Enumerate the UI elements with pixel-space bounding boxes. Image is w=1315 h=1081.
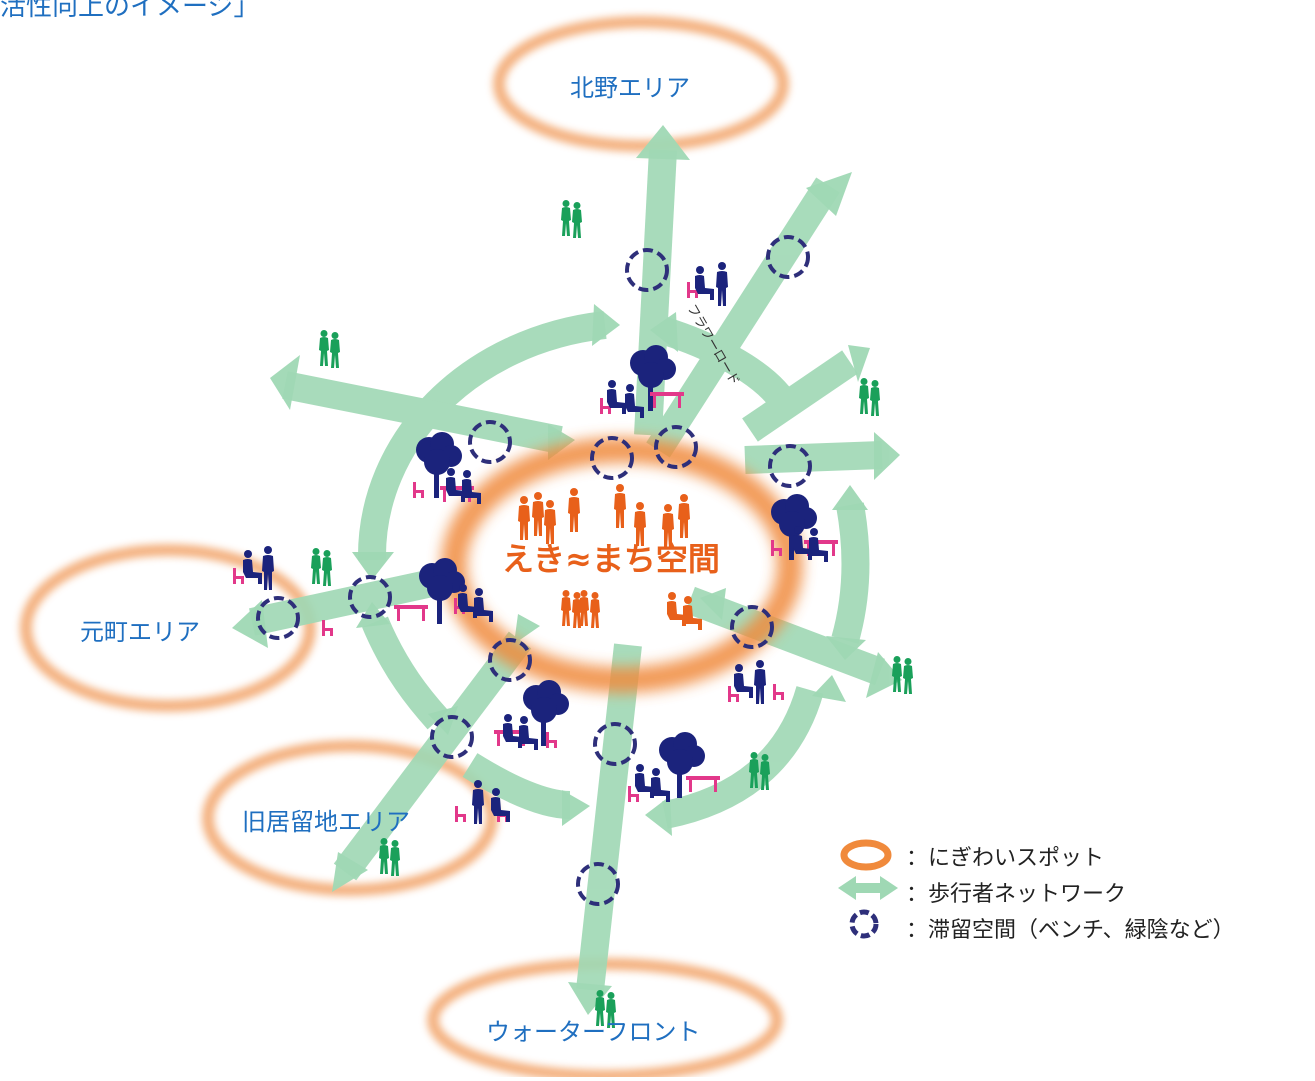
area-label-kitano: 北野エリア <box>570 74 690 102</box>
area-label-motomachi: 元町エリア <box>80 618 200 646</box>
legend-stay-text: ：滞留空間（ベンチ、緑陰など） <box>906 918 1235 943</box>
legend-row-network: ：歩行者ネットワーク <box>836 874 1235 910</box>
area-label-waterfront: ウォーターフロント <box>486 1018 701 1046</box>
legend-spot-text: ：にぎわいスポット <box>906 846 1105 871</box>
network-arrowheads <box>232 125 902 1015</box>
center-title: えき≈まち空間 <box>502 540 720 578</box>
legend-stay-icon <box>849 909 879 939</box>
legend-row-stay: ：滞留空間（ベンチ、緑陰など） <box>836 910 1235 946</box>
figure-title: 活性向上のイメージ」 <box>0 0 260 22</box>
legend: ：にぎわいスポット ：歩行者ネットワーク ：滞留空間（ベンチ、緑陰など） <box>836 838 1235 946</box>
legend-row-spot: ：にぎわいスポット <box>836 838 1235 874</box>
legend-icons <box>838 839 898 939</box>
legend-network-text: ：歩行者ネットワーク <box>906 882 1127 907</box>
stay-circles <box>256 235 812 906</box>
legend-network-icon <box>838 876 898 900</box>
legend-spot-icon <box>840 839 892 871</box>
area-rings <box>20 16 789 1081</box>
area-label-kyukyoryuchi: 旧居留地エリア <box>242 808 410 836</box>
